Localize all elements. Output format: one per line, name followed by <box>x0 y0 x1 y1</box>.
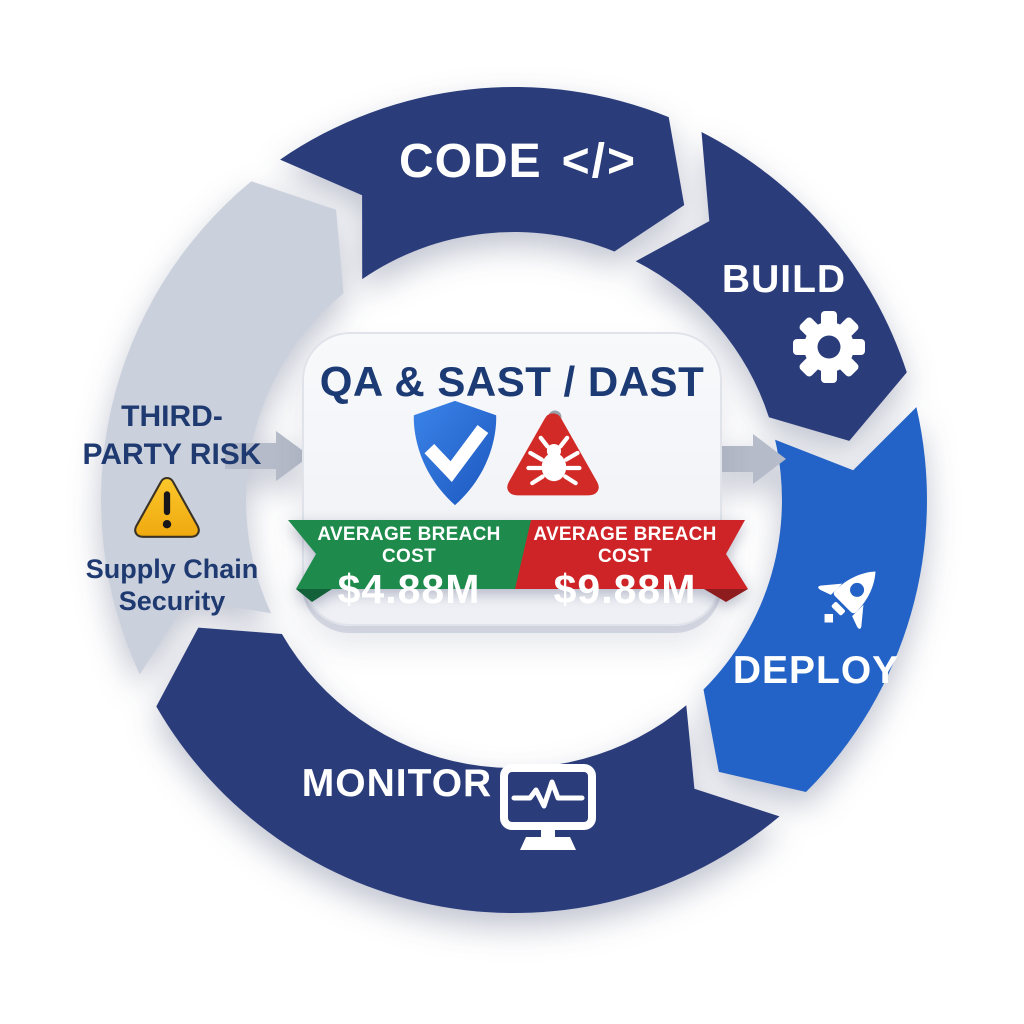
segment-label-third-party: THIRD- PARTY RISK <box>82 400 262 471</box>
ring-segment-deploy <box>703 407 927 792</box>
warning-triangle-icon <box>134 476 200 538</box>
breach-cost-red: AVERAGE BREACH COST $9.88M <box>519 524 731 610</box>
ring-segment-monitor <box>156 627 780 914</box>
breach-cost-green-value: $4.88M <box>337 565 481 612</box>
ribbon-green-band <box>288 520 538 589</box>
breach-cost-ribbon <box>288 520 748 602</box>
shield-check-icon <box>413 400 497 506</box>
panel-title: QA & SAST / DAST <box>319 358 705 405</box>
monitor-pulse-icon <box>500 764 596 850</box>
breach-cost-red-heading: AVERAGE BREACH COST <box>533 524 717 567</box>
code-brackets-icon: </> <box>561 135 638 188</box>
rocket-icon <box>818 571 876 629</box>
ribbon-red-band <box>515 520 748 589</box>
bug-alert-icon <box>507 410 599 496</box>
segment-label-monitor: MONITOR <box>301 762 493 805</box>
ribbon-fold-right <box>704 589 748 602</box>
segment-label-deploy: DEPLOY <box>732 649 900 692</box>
segment-label-code: CODE</> <box>398 135 638 188</box>
arrow-left-into-panel <box>225 431 310 481</box>
breach-cost-green: AVERAGE BREACH COST $4.88M <box>303 524 515 610</box>
arrow-right-into-deploy <box>711 434 786 484</box>
ribbon-fold-left <box>296 589 332 602</box>
breach-cost-green-heading: AVERAGE BREACH COST <box>317 524 501 567</box>
supply-chain-security-label: Supply Chain Security <box>85 554 259 617</box>
segment-label-build: BUILD <box>721 258 847 301</box>
gear-icon <box>793 311 865 383</box>
ring-segment-third-party-risk <box>101 181 344 675</box>
ring-segment-code <box>280 87 685 280</box>
breach-cost-red-value: $9.88M <box>553 565 697 612</box>
